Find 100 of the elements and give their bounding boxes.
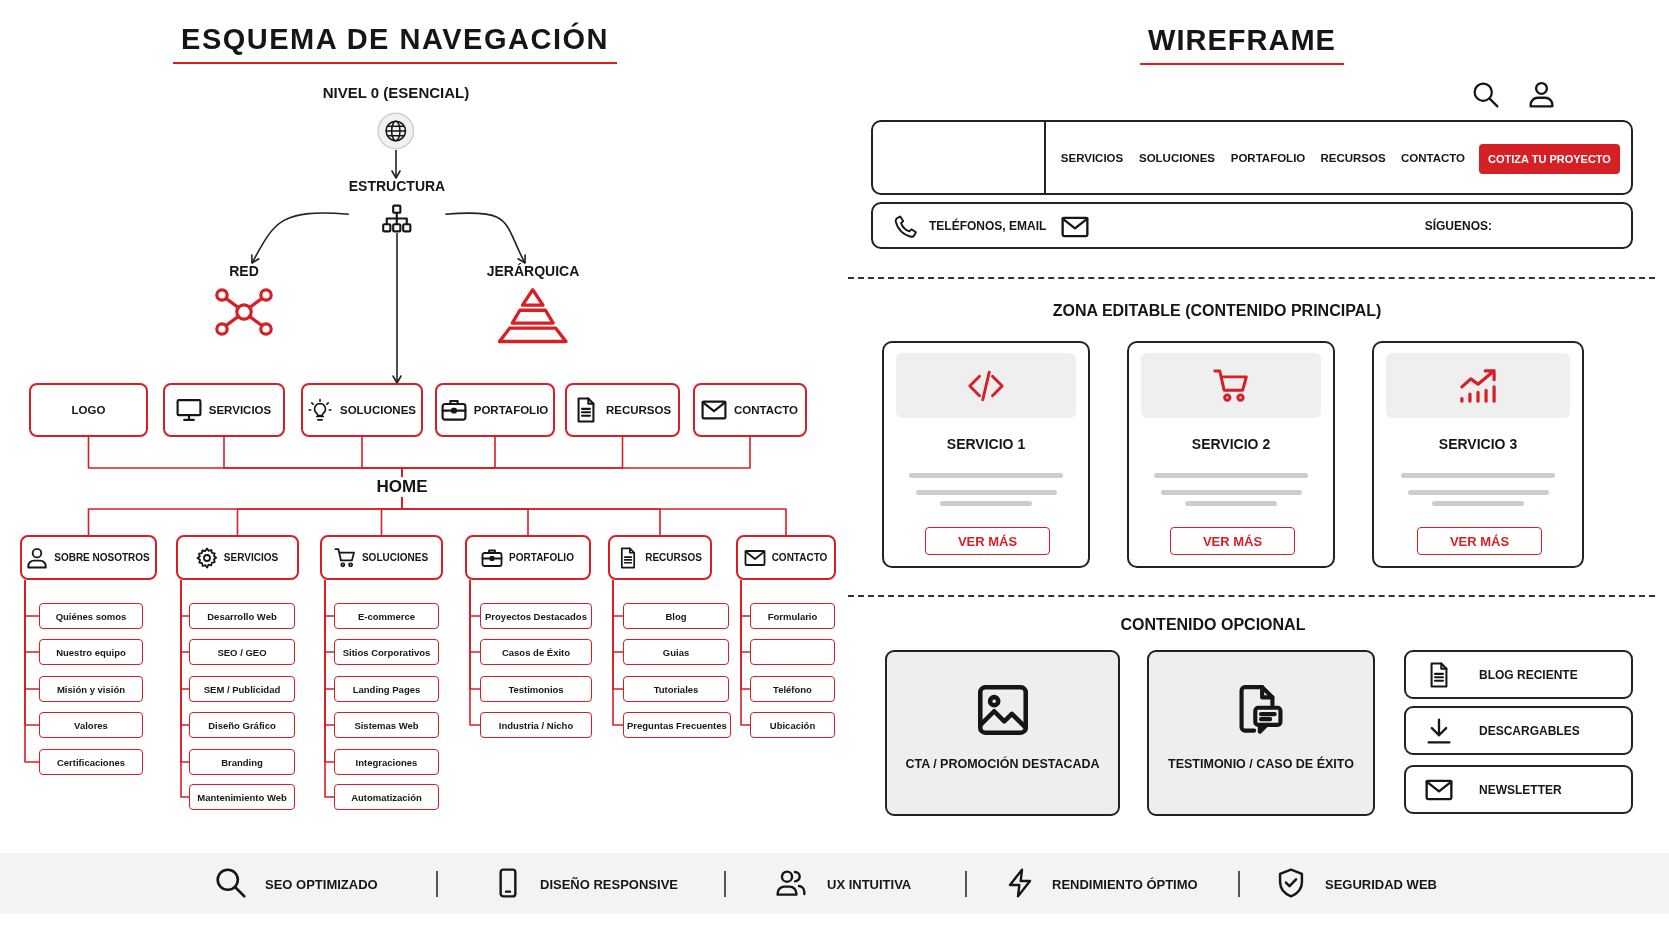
menu-box (693, 383, 807, 437)
menu-label: CONTACTO (733, 404, 799, 416)
page-box: Misión y visión (39, 676, 143, 702)
panel-label: CTA / PROMOCIÓN DESTACADA (905, 757, 1100, 771)
menu-box (435, 383, 555, 437)
page-box: SEM / Publicidad (189, 676, 295, 702)
section-label: SERVICIOS (223, 552, 279, 563)
node-label: JERÁRQUICA (486, 263, 580, 280)
home-label: HOME (376, 477, 428, 497)
curved-arrow (251, 212, 350, 264)
connector-line (612, 579, 624, 726)
widget-box (1404, 765, 1633, 814)
page-box: SEO / GEO (189, 639, 295, 665)
widget-label: NEWSLETTER (1479, 782, 1562, 797)
page-box: Tutoriales (623, 676, 729, 702)
nav-link: SOLUCIONES (1139, 151, 1215, 164)
menu-label: LOGO (71, 404, 106, 416)
menu-box (163, 383, 285, 437)
connector-line (180, 579, 190, 798)
menu-label: SERVICIOS (208, 404, 272, 416)
page-box: Mantenimiento Web (189, 784, 295, 810)
nav-link: CONTACTO (1400, 151, 1466, 164)
arrow (391, 149, 401, 179)
section-title: ESQUEMA DE NAVEGACIÓN (173, 22, 617, 64)
widget-box (1404, 650, 1633, 699)
more-button: VER MÁS (1170, 527, 1295, 555)
page-box: Integraciones (334, 749, 439, 775)
service-card (1372, 341, 1584, 568)
page-box: Preguntas Frecuentes (623, 712, 731, 738)
menu-label: PORTAFOLIO (473, 404, 549, 416)
page-box: Guias (623, 639, 729, 665)
page-box: Landing Pages (334, 676, 439, 702)
page-box: Valores (39, 712, 143, 738)
page-box: Sitios Corporativos (334, 639, 439, 665)
menu-box (565, 383, 680, 437)
contact-bar (871, 202, 1633, 249)
page-box: Ubicación (750, 712, 835, 738)
nav-link: PORTAFOLIO (1230, 151, 1306, 164)
feature-bar (0, 853, 1669, 914)
page-box: Quiénes somos (39, 603, 143, 629)
connector-line (401, 496, 787, 536)
page-box: Desarrollo Web (189, 603, 295, 629)
section-box (736, 535, 836, 580)
section-label: CONTACTO (771, 552, 828, 563)
page-box: Industria / Nicho (480, 712, 592, 738)
feature-label: RENDIMIENTO ÓPTIMO (1052, 876, 1198, 891)
page-box: Sistemas Web (334, 712, 439, 738)
card-title: SERVICIO 1 (946, 436, 1026, 452)
section-box (176, 535, 299, 580)
contact-text: TELÉFONOS, EMAIL (929, 218, 1047, 233)
connector-line (401, 436, 751, 478)
feature-label: SEGURIDAD WEB (1325, 876, 1437, 891)
section-label: RECURSOS (645, 552, 702, 563)
menu-box (301, 383, 423, 437)
card-title: SERVICIO 2 (1191, 436, 1271, 452)
page-box: Testimonios (480, 676, 592, 702)
section-title: WIREFRAME (1140, 23, 1344, 65)
page-box: Casos de Éxito (480, 639, 592, 665)
header-bar (871, 120, 1633, 195)
follow-label: SÍGUENOS: (1424, 218, 1492, 233)
section-heading: CONTENIDO OPCIONAL (1120, 614, 1306, 635)
connector-line (469, 579, 481, 726)
page-box: Certificaciones (39, 749, 143, 775)
service-card (1127, 341, 1335, 568)
section-label: SOLUCIONES (361, 552, 429, 563)
service-card (882, 341, 1090, 568)
page-box (750, 639, 835, 665)
feature-label: UX INTUITIVA (827, 876, 912, 891)
feature-label: DISEÑO RESPONSIVE (540, 876, 678, 891)
widget-box (1404, 706, 1633, 755)
section-box (608, 535, 712, 580)
page-box: E-commerce (334, 603, 439, 629)
page-box: Automatización (334, 784, 439, 810)
more-button: VER MÁS (925, 527, 1050, 555)
page-box: Nuestro equipo (39, 639, 143, 665)
card-title: SERVICIO 3 (1438, 436, 1518, 452)
page-box: Proyectos Destacados (480, 603, 592, 629)
widget-label: BLOG RECIENTE (1479, 667, 1578, 682)
connector-line (324, 579, 335, 798)
curved-arrow (444, 212, 527, 264)
menu-box (29, 383, 148, 437)
widget-label: DESCARGABLES (1479, 723, 1580, 738)
node-label: RED (229, 263, 259, 280)
node-label: NIVEL 0 (ESENCIAL) (322, 84, 470, 102)
connector-line (740, 579, 751, 726)
menu-label: SOLUCIONES (340, 404, 417, 416)
node-label: ESTRUCTURA (348, 178, 446, 195)
nav-link: RECURSOS (1320, 151, 1386, 164)
panel-label: TESTIMONIO / CASO DE ÉXITO (1168, 757, 1354, 771)
page-box: Branding (189, 749, 295, 775)
content-panel (885, 650, 1120, 816)
section-box (320, 535, 443, 580)
arrow (392, 232, 402, 384)
content-panel (1147, 650, 1375, 816)
feature-label: SEO OPTIMIZADO (265, 876, 378, 891)
section-label: PORTAFOLIO (509, 552, 574, 563)
section-label: SOBRE NOSOTROS (54, 552, 150, 563)
section-heading: ZONA EDITABLE (CONTENIDO PRINCIPAL) (1052, 300, 1382, 321)
page-box: Teléfono (750, 676, 835, 702)
section-box (20, 535, 157, 580)
